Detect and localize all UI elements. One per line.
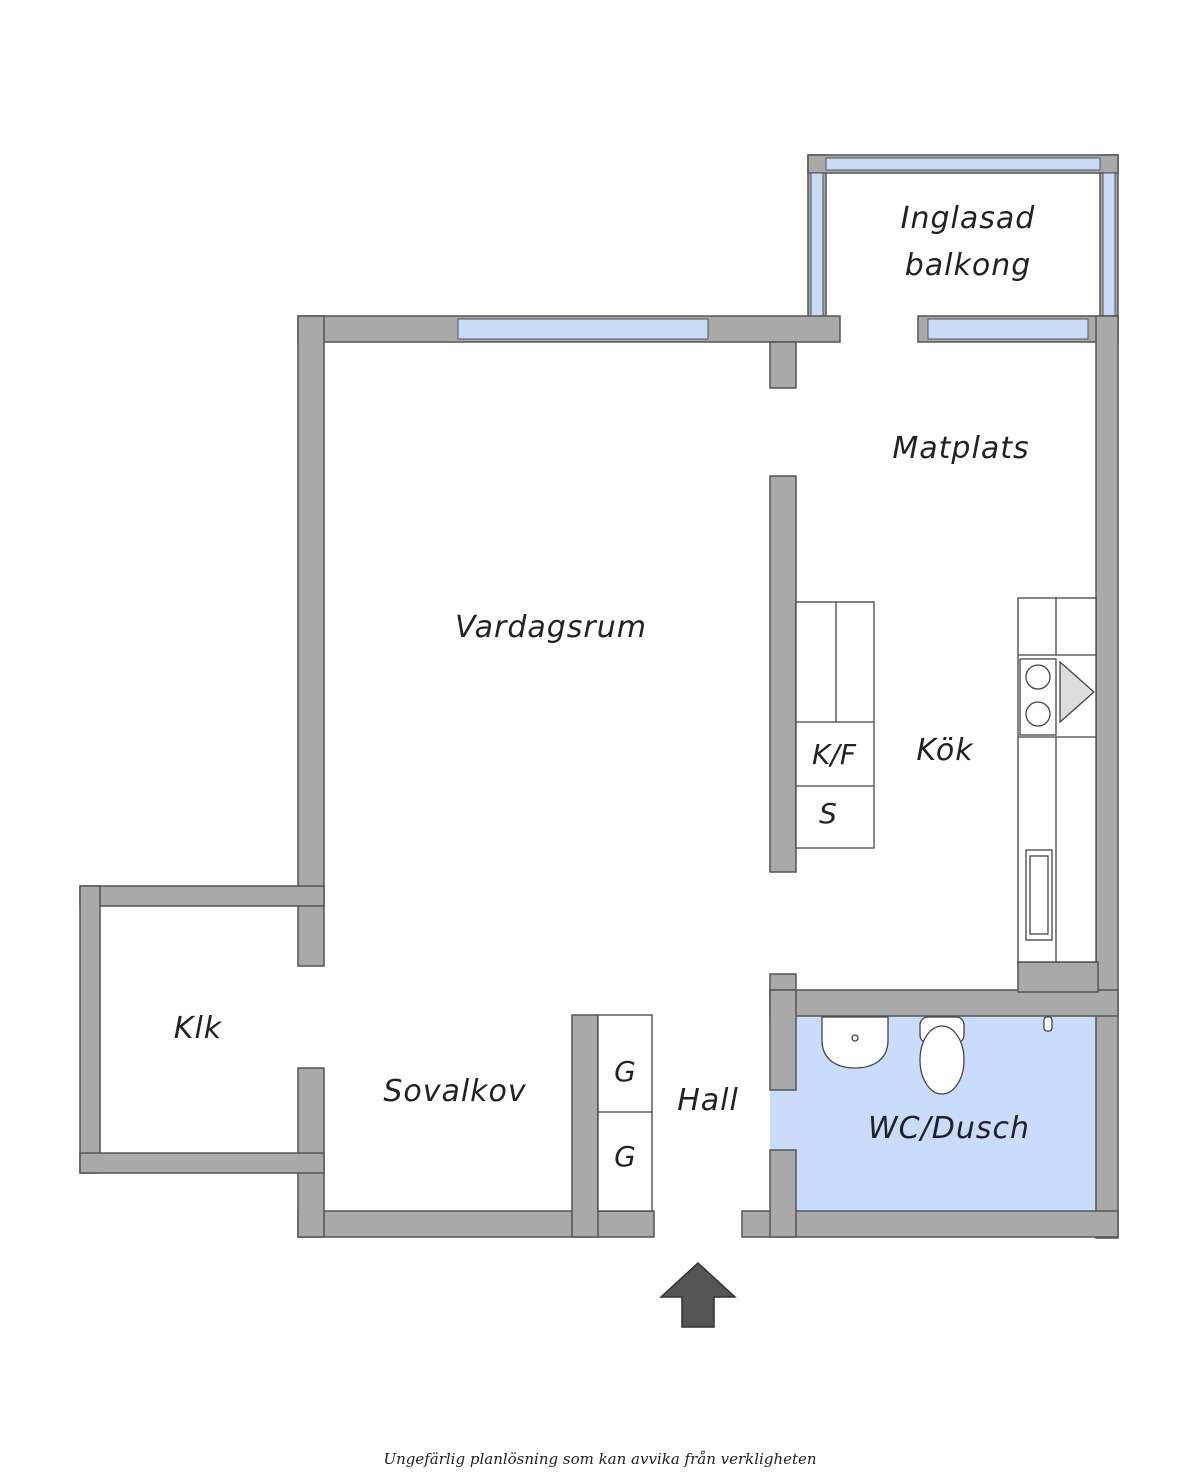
right-wall <box>1095 315 1119 1239</box>
label-bathroom: WC/Dusch <box>868 1111 1030 1146</box>
disclaimer: Ungefärlig planlösning som kan avvika fr… <box>383 1450 817 1468</box>
closet-wall-bottom <box>79 1152 325 1174</box>
partition-stub-top <box>769 341 797 389</box>
label-fridge-freezer: K/F <box>812 738 857 771</box>
label-wardrobe-1: G <box>614 1055 636 1088</box>
bottom-wall-left <box>297 1210 655 1238</box>
wardrobe-block <box>597 1014 653 1212</box>
wash-basin <box>821 1016 889 1069</box>
partition-hall <box>571 1014 599 1238</box>
label-balcony-line1: Inglasad <box>901 201 1036 236</box>
entrance-arrow-icon <box>659 1261 737 1328</box>
bottom-wall-right <box>741 1210 1119 1238</box>
partition-kitchen-bath <box>769 989 1119 1017</box>
partition-bath-left-upper <box>769 989 797 1091</box>
dining-window-top <box>927 318 1089 340</box>
stove-burner-2 <box>1025 701 1051 727</box>
label-living: Vardagsrum <box>455 610 647 645</box>
balcony-window-left <box>810 172 824 317</box>
label-wardrobe-2: G <box>614 1140 636 1173</box>
label-dining: Matplats <box>892 431 1029 466</box>
balcony-window-right <box>1102 172 1116 317</box>
closet-wall-left <box>79 885 101 1174</box>
label-cabinet: S <box>819 797 837 830</box>
label-bed-alcove: Sovalkov <box>383 1074 527 1109</box>
label-balcony-line2: balkong <box>905 248 1032 283</box>
balcony-window-top <box>825 157 1101 171</box>
label-hall: Hall <box>677 1083 739 1118</box>
partition-kitchen <box>769 475 797 873</box>
extractor-hood <box>1059 660 1095 724</box>
shower-head <box>1043 1016 1053 1032</box>
kitchen-cabinet-block <box>795 601 875 849</box>
kitchen-counter-wall <box>1017 961 1099 993</box>
left-wall-upper <box>297 315 325 967</box>
toilet-bowl <box>919 1025 965 1095</box>
stove-burner-1 <box>1025 664 1051 690</box>
label-kitchen: Kök <box>916 733 974 768</box>
closet-wall-top <box>79 885 325 907</box>
living-window-top <box>457 318 709 340</box>
label-closet: Klk <box>174 1011 223 1046</box>
partition-bath-left-lower <box>769 1149 797 1238</box>
